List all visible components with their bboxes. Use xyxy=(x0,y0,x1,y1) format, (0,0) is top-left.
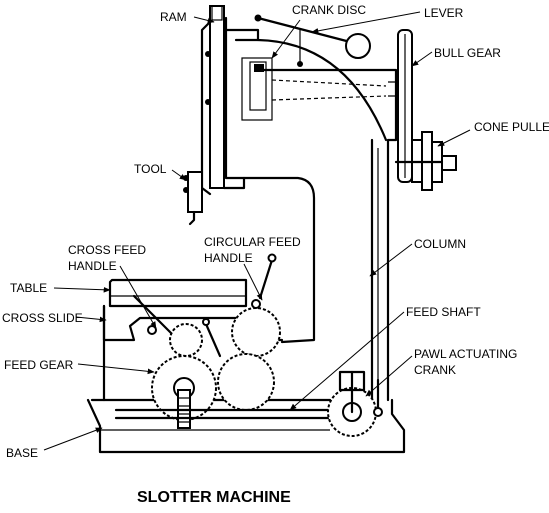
drive-axis-dash-1 xyxy=(271,79,387,87)
labels: RAM CRANK DISC LEVER BULL GEAR CONE PULL… xyxy=(2,3,549,506)
pawl-crank-pin xyxy=(373,407,383,417)
label-pawl-actuating-2: CRANK xyxy=(414,363,456,377)
lever-pivot xyxy=(254,14,262,22)
circular-feed-knob xyxy=(267,253,277,263)
label-circular-feed-1: CIRCULAR FEED xyxy=(204,235,301,249)
column-leader xyxy=(369,243,413,277)
tool-holder xyxy=(187,171,203,213)
leader-lines xyxy=(43,11,471,451)
ram-bolt-1 xyxy=(205,51,211,57)
feed-gear-leader xyxy=(77,363,155,375)
ram-body xyxy=(209,5,225,189)
lever-knob xyxy=(345,33,371,59)
drive-axis-dash-2 xyxy=(271,95,387,101)
feed-link-pin xyxy=(202,318,210,326)
connecting-link xyxy=(224,28,260,42)
label-tool: TOOL xyxy=(134,162,167,176)
label-lever: LEVER xyxy=(424,6,464,20)
lever-arm xyxy=(256,16,360,46)
label-cross-slide: CROSS SLIDE xyxy=(2,311,83,325)
ram-guide-slot xyxy=(249,61,267,111)
label-base: BASE xyxy=(6,446,38,460)
label-circular-feed-2: HANDLE xyxy=(204,251,253,265)
table-body xyxy=(108,278,248,308)
label-crank-disc: CRANK DISC xyxy=(292,3,366,17)
table-leader xyxy=(53,286,111,293)
crank-pin-end xyxy=(297,61,303,67)
cross-feed-leader xyxy=(119,265,157,329)
label-cross-feed-1: CROSS FEED xyxy=(68,243,146,257)
label-feed-gear: FEED GEAR xyxy=(4,358,74,372)
pawl-crank-leader xyxy=(365,355,413,397)
machine-drawing xyxy=(86,5,457,454)
feed-link xyxy=(204,322,222,358)
ram-foot xyxy=(222,176,246,190)
label-feed-shaft: FEED SHAFT xyxy=(406,305,481,319)
cone-pulley-leader xyxy=(437,129,471,147)
lever-leader xyxy=(311,11,421,34)
label-ram: RAM xyxy=(160,10,187,24)
ram-slide xyxy=(200,20,212,196)
cross-slide-leader xyxy=(75,316,107,323)
bull-gear-leader xyxy=(411,51,433,67)
ram-guide-block xyxy=(241,57,273,121)
base-leader xyxy=(43,427,103,451)
pawl-housing xyxy=(338,370,366,392)
label-column: COLUMN xyxy=(414,237,466,251)
feed-screw-threads xyxy=(178,397,190,423)
column-back xyxy=(260,68,398,402)
label-table: TABLE xyxy=(10,281,47,295)
circular-feed-pin xyxy=(251,299,261,309)
feed-shaft-leader xyxy=(289,311,405,411)
tool-leader xyxy=(171,169,187,181)
ram-leader xyxy=(193,16,215,24)
base-outline xyxy=(86,398,406,454)
label-cone-pulley: CONE PULLEY xyxy=(474,120,549,134)
bracket-lines xyxy=(388,81,396,97)
circular-feed-gear xyxy=(231,307,281,357)
label-pawl-actuating-1: PAWL ACTUATING xyxy=(414,347,517,361)
frame-arc xyxy=(256,38,388,142)
ram-bolt-2 xyxy=(205,99,211,105)
tool-tip xyxy=(188,210,196,226)
crank-disc-leader xyxy=(271,19,301,59)
cone-pulley-hub xyxy=(441,155,457,171)
diagram-title: SLOTTER MACHINE xyxy=(137,489,291,506)
ram-cap xyxy=(211,5,223,21)
label-bull-gear: BULL GEAR xyxy=(434,46,501,60)
circular-feed-leader xyxy=(243,263,263,301)
label-cross-feed-2: HANDLE xyxy=(68,259,117,273)
guide-nut xyxy=(254,64,264,72)
circular-feed-handle xyxy=(258,258,274,300)
intermediate-gear xyxy=(217,353,275,411)
cross-feed-gear xyxy=(169,323,203,357)
cross-feed-pivot xyxy=(147,325,157,335)
tool-bolt-2 xyxy=(183,187,189,193)
column-body xyxy=(224,16,316,344)
